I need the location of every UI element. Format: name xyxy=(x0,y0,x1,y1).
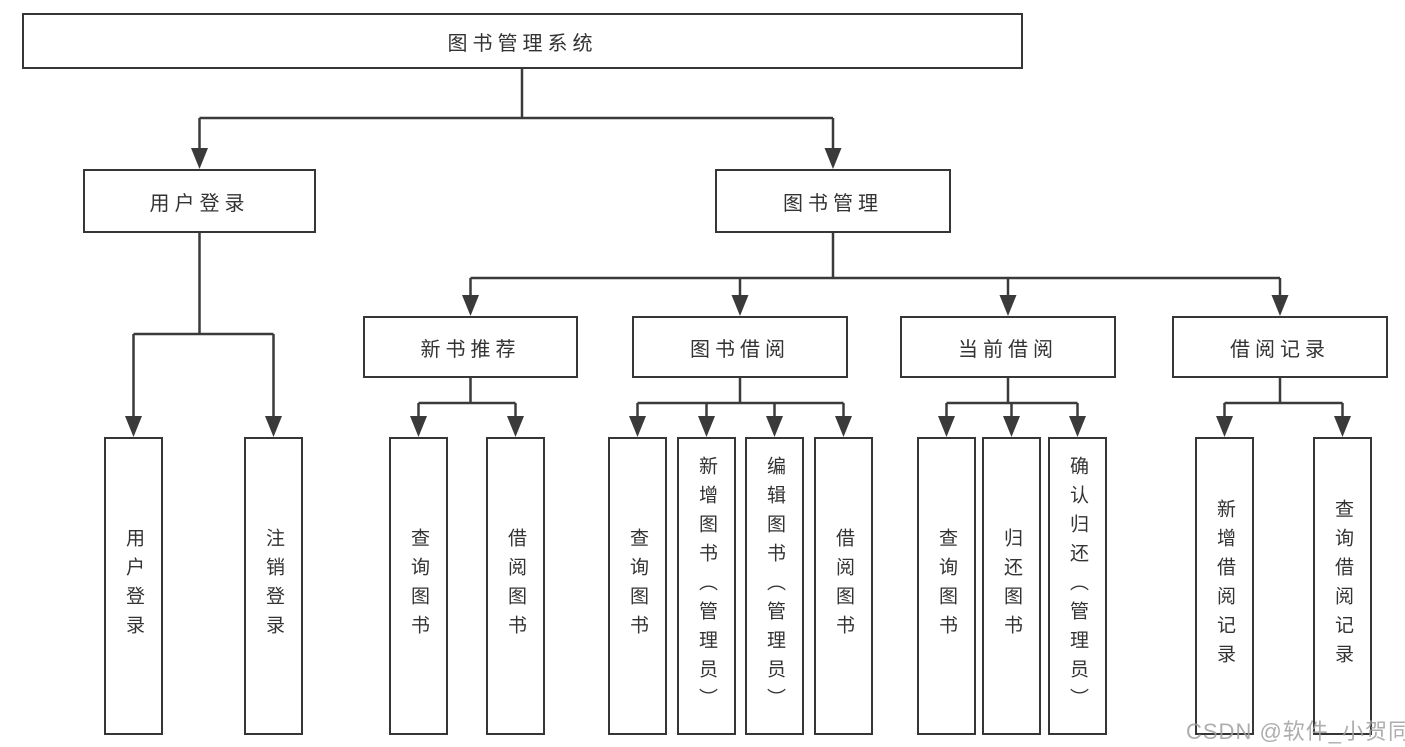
node-user-login-label: 用户登录 xyxy=(149,192,250,215)
leaf-user-login: 用户登录 xyxy=(104,437,163,735)
leaf-confirm-return-admin: 确认归还（管理员） xyxy=(1048,437,1107,735)
node-current-borrowing: 当前借阅 xyxy=(900,316,1116,378)
leaf-query-borrow-record: 查询借阅记录 xyxy=(1313,437,1372,735)
node-root: 图书管理系统 xyxy=(22,13,1023,69)
leaf-add-borrow-record: 新增借阅记录 xyxy=(1195,437,1254,735)
leaf-add-books-admin: 新增图书（管理员） xyxy=(677,437,736,735)
node-book-management: 图书管理 xyxy=(715,169,951,233)
node-borrowing-records: 借阅记录 xyxy=(1172,316,1388,378)
leaf-borrow-books-2: 借阅图书 xyxy=(814,437,873,735)
node-book-management-label: 图书管理 xyxy=(783,192,883,215)
node-book-borrowing-label: 图书借阅 xyxy=(690,338,790,361)
watermark: CSDN @软件_小贺同学 xyxy=(1186,719,1405,744)
node-user-login: 用户登录 xyxy=(83,169,316,233)
node-book-borrowing: 图书借阅 xyxy=(632,316,848,378)
leaf-query-books-1: 查询图书 xyxy=(389,437,448,735)
node-new-book-recommend-label: 新书推荐 xyxy=(420,338,521,361)
node-root-label: 图书管理系统 xyxy=(447,32,598,55)
leaf-query-books-3: 查询图书 xyxy=(917,437,976,735)
node-borrowing-records-label: 借阅记录 xyxy=(1230,338,1330,361)
leaf-logout: 注销登录 xyxy=(244,437,303,735)
node-current-borrowing-label: 当前借阅 xyxy=(958,338,1058,361)
leaf-borrow-books-1: 借阅图书 xyxy=(486,437,545,735)
leaf-edit-books-admin: 编辑图书（管理员） xyxy=(745,437,804,735)
leaf-query-books-2: 查询图书 xyxy=(608,437,667,735)
leaf-return-books: 归还图书 xyxy=(982,437,1041,735)
node-new-book-recommend: 新书推荐 xyxy=(363,316,578,378)
